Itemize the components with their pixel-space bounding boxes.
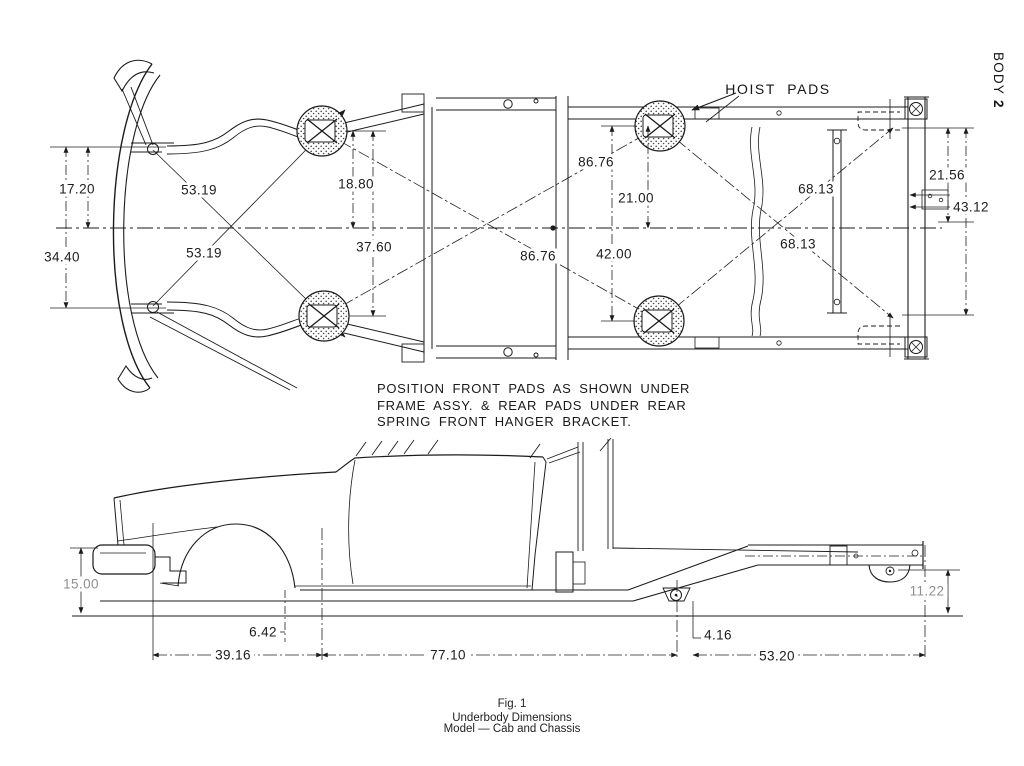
hoist-pads-label: HOIST PADS [725, 81, 831, 97]
side-view-drawing [70, 437, 963, 660]
note-line-1: POSITION FRONT PADS AS SHOWN UNDER [377, 381, 691, 396]
center-point [550, 225, 556, 231]
dim-label-15-00: 15.00 [60, 576, 102, 592]
dim-label-53-20: 53.20 [756, 648, 798, 664]
dim-label-17-20: 17.20 [56, 181, 98, 197]
side-frame-rail [100, 541, 924, 602]
front-bumper-plan [112, 59, 298, 393]
dim-label-21-56: 21.56 [926, 167, 968, 183]
dim-label-77-10: 77.10 [427, 647, 469, 663]
section-number: 2 [991, 100, 1006, 109]
note-line-3: SPRING FRONT HANGER BRACKET. [377, 414, 632, 429]
hoist-pads-leader-arrow [691, 92, 740, 123]
dim-label-4-16: 4.16 [701, 627, 735, 643]
dim-label-11-22: 11.22 [906, 583, 948, 599]
dim-label-53-19-upper: 53.19 [178, 182, 220, 198]
figure-title: Underbody Dimensions [452, 712, 572, 724]
page-section-tag: BODY 2 [991, 52, 1006, 109]
dim-label-53-19-lower: 53.19 [183, 245, 225, 261]
dim-label-68-13-upper: 68.13 [795, 181, 837, 197]
rear-crossmember [904, 96, 929, 360]
dim-label-18-80: 18.80 [335, 176, 377, 192]
figure-number: Fig. 1 [497, 698, 527, 710]
front-frame-mounts [131, 142, 174, 314]
cab-frame-section [401, 93, 569, 363]
top-view-dimension-lines [50, 125, 974, 322]
diagonal-dimension-lines [152, 109, 894, 338]
dim-label-34-40: 34.40 [41, 249, 83, 265]
dim-label-42-00: 42.00 [593, 246, 635, 262]
dim-label-39-16: 39.16 [212, 647, 254, 663]
side-view-dimension-lines [70, 523, 960, 660]
side-bumper [92, 497, 187, 584]
note-line-2: FRAME ASSY. & REAR PADS UNDER REAR [377, 397, 687, 413]
dim-label-43-12: 43.12 [950, 199, 992, 215]
dim-label-21-00: 21.00 [615, 190, 657, 206]
hoist-pad-front-left [296, 105, 348, 157]
dim-label-86-76-lower: 86.76 [517, 248, 559, 264]
dim-label-37-60: 37.60 [353, 239, 395, 255]
dim-label-86-76-upper: 86.76 [575, 154, 617, 170]
figure-model: Model — Cab and Chassis [443, 723, 581, 735]
positioning-note: POSITION FRONT PADS AS SHOWN UNDER FRAME… [377, 381, 690, 431]
hoist-pad-rear-left [634, 100, 686, 152]
cab-body-silhouette [113, 437, 614, 593]
section-word: BODY [991, 52, 1006, 96]
front-frame-rails [166, 103, 425, 353]
dim-label-6-42: 6.42 [246, 624, 280, 640]
hoist-pad-front-right [298, 290, 350, 342]
top-view-drawing [50, 59, 974, 393]
hoist-pad-rear-right [633, 295, 685, 347]
dim-label-68-13-lower: 68.13 [777, 236, 819, 252]
